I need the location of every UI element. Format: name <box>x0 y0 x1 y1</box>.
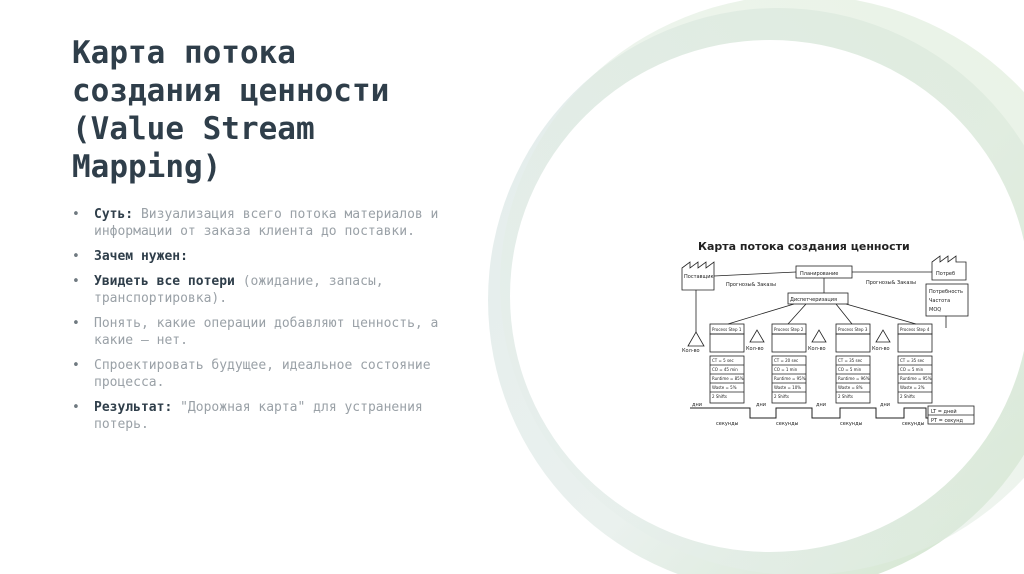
timeline-days-label: дни <box>692 402 702 408</box>
process-box-body <box>771 333 807 353</box>
timeline-seconds-label: секунды <box>840 421 863 427</box>
supplier-label: Поставщик <box>684 274 713 280</box>
inventory-label: Кол-во <box>746 346 764 352</box>
inventory-label: Кол-во <box>682 348 700 354</box>
bullet-item: • Результат: "Дорожная карта" для устране… <box>72 399 462 433</box>
process-data-box <box>897 355 933 404</box>
bullet-text: (ожидание, запасы, транспортировка). <box>94 274 384 306</box>
process-metric: 2 Shifts <box>900 394 915 399</box>
bullet-label: Результат: <box>94 400 173 415</box>
bullet-text: Визуализация всего потока материалов и и… <box>94 207 439 239</box>
lead-time-label: LT = дней <box>931 408 957 415</box>
bullet-glyph: • <box>72 400 80 415</box>
process-box-body <box>709 333 745 353</box>
process-metric: CT = 35 sec <box>838 358 862 363</box>
process-metric: CO = 5 min <box>900 367 924 372</box>
slide-title: Карта потока создания ценности (Value St… <box>72 34 482 186</box>
inventory-label: Кол-во <box>872 346 890 352</box>
process-box-body <box>897 333 933 353</box>
bullet-glyph: • <box>72 207 80 222</box>
bullet-glyph: • <box>72 274 80 289</box>
timeline-days-label: дни <box>756 402 766 408</box>
supplier-factory-icon <box>681 261 715 291</box>
process-time-label: PT = секунд <box>931 418 964 424</box>
process-metric: CO = 5 min <box>838 367 862 372</box>
decorative-ring <box>488 0 1024 574</box>
timeline-seconds-label: секунды <box>902 421 925 427</box>
bullet-glyph: • <box>72 358 80 373</box>
forecast-left-arrow <box>713 271 797 277</box>
process-data-box <box>709 355 745 404</box>
bullet-item: • Увидеть все потери (ожидание, запасы, т… <box>72 273 462 307</box>
customer-label: Потреб <box>936 271 955 277</box>
dispatch-box <box>787 292 849 305</box>
title-line: Mapping) <box>72 149 222 185</box>
process-metric: 2 Shifts <box>838 394 853 399</box>
process-metric: Waste = 2% <box>900 385 925 390</box>
bullet-text: Понять, какие операции добавляют ценност… <box>94 316 439 348</box>
dispatch-arrows <box>727 303 917 325</box>
bullet-text: Спроектировать будущее, идеальное состоя… <box>94 358 431 390</box>
process-metric: Runtime = 95% <box>900 376 932 381</box>
process-metric: CT = 35 sec <box>900 358 924 363</box>
process-data-box <box>835 355 871 404</box>
title-line: создания ценности <box>72 73 390 109</box>
customer-factory-icon <box>931 255 967 281</box>
process-metric: CO = 1 min <box>774 367 798 372</box>
inventory-triangle-icon <box>687 331 705 347</box>
planning-label: Планирование <box>800 271 838 277</box>
value-stream-map-diagram: Карта потока создания ценности Поставщик… <box>681 240 975 427</box>
process-data-box <box>771 355 807 404</box>
bullet-glyph: • <box>72 249 80 264</box>
inventory-label: Кол-во <box>808 346 826 352</box>
timeline-days-label: дни <box>816 402 826 408</box>
inventory-triangle-icon <box>875 329 891 343</box>
timeline-seconds-label: секунды <box>776 421 799 427</box>
inventory-triangle-icon <box>749 329 765 343</box>
title-line: Карта потока <box>72 35 296 71</box>
bullet-label: Суть: <box>94 207 134 222</box>
customer-info-line: Потребность <box>929 289 963 295</box>
customer-info-line: MOQ <box>929 307 941 313</box>
inventory-triangle-icon <box>811 329 827 343</box>
forecast-right-label: Прогнозы& Заказы <box>866 280 916 286</box>
process-metric: Waste = 10% <box>774 385 801 390</box>
bullet-label: Зачем нужен: <box>94 249 188 264</box>
process-metric: 2 Shifts <box>712 394 727 399</box>
process-box-body <box>835 333 871 353</box>
data-box-rows <box>710 364 932 393</box>
dispatch-label: Диспетчеризация <box>790 297 837 303</box>
customer-info-line: Частота <box>929 298 950 304</box>
forecast-left-label: Прогнозы& Заказы <box>726 282 776 288</box>
bullet-list: • Суть: Визуализация всего потока материа… <box>72 206 462 441</box>
process-metric: Runtime = 96% <box>838 376 870 381</box>
customer-data-box <box>925 283 969 317</box>
process-name: Process Step 2 <box>774 327 804 332</box>
bullet-glyph: • <box>72 316 80 331</box>
process-metric: Runtime = 85% <box>712 376 744 381</box>
process-metric: Waste = 5% <box>712 385 737 390</box>
diagram-title: Карта потока создания ценности <box>698 240 910 253</box>
bullet-item: • Зачем нужен: <box>72 248 462 265</box>
process-metric: CT = 20 sec <box>774 358 798 363</box>
bullet-text: "Дорожная карта" для устранения потерь. <box>94 400 423 432</box>
process-name: Process Step 4 <box>900 327 930 332</box>
process-metric: Runtime = 95% <box>774 376 806 381</box>
timeline-ladder <box>690 407 928 419</box>
timeline-days-label: дни <box>880 402 890 408</box>
bullet-label: Увидеть все потери <box>94 274 235 289</box>
process-name: Process Step 1 <box>712 327 742 332</box>
process-metric: 2 Shifts <box>774 394 789 399</box>
bullet-item: • Понять, какие операции добавляют ценнос… <box>72 315 462 349</box>
process-name: Process Step 3 <box>838 327 868 332</box>
process-metric: CO = 45 min <box>712 367 738 372</box>
bullet-item: • Спроектировать будущее, идеальное состо… <box>72 357 462 391</box>
process-metric: CT = 5 sec <box>712 358 734 363</box>
process-metric: Waste = 8% <box>838 385 863 390</box>
title-line: (Value Stream <box>72 111 315 147</box>
bullet-item: • Суть: Визуализация всего потока материа… <box>72 206 462 240</box>
timeline-seconds-label: секунды <box>716 421 739 427</box>
